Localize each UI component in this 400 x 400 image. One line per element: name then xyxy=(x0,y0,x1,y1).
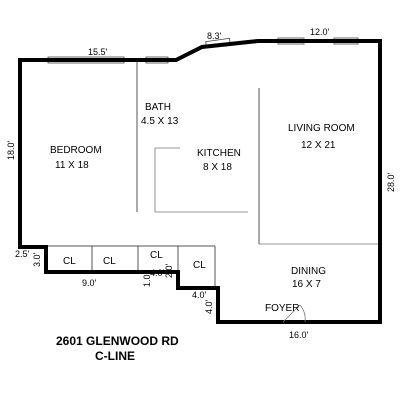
kitchen-size: 8 X 18 xyxy=(203,162,232,173)
dimension-left: 18.0' xyxy=(6,140,16,160)
dimension-left-jog-h: 2.5' xyxy=(15,249,30,259)
closet-label: CL xyxy=(150,250,163,261)
dimension-bottom-left: 9.0' xyxy=(82,278,97,288)
bedroom-size: 11 X 18 xyxy=(55,160,89,171)
bedroom-label: BEDROOM xyxy=(50,145,102,156)
dimension-top-mid: 8.3' xyxy=(207,31,222,41)
bath-size: 4.5 X 13 xyxy=(141,116,179,127)
kitchen-label: KITCHEN xyxy=(197,148,241,159)
dimension-bottom-right: 16.0' xyxy=(289,330,309,340)
dimension-right: 28.0' xyxy=(386,172,396,192)
dimension-step-v2: 2.0' xyxy=(164,263,174,278)
dining-label: DINING xyxy=(291,266,326,277)
exterior-wall xyxy=(18,39,382,324)
bath-label: BATH xyxy=(145,102,171,113)
living-room-label: LIVING ROOM xyxy=(288,123,355,134)
dimension-step-h2: 4.0' xyxy=(192,290,207,300)
closet-label: CL xyxy=(63,256,76,267)
closet-label: CL xyxy=(103,256,116,267)
dimension-top-right: 12.0' xyxy=(310,27,330,37)
dimension-top-left: 15.5' xyxy=(88,47,108,57)
line-subtitle: C-LINE xyxy=(95,349,135,363)
foyer-door xyxy=(282,304,306,323)
dimension-step-v3: 4.0' xyxy=(204,299,214,314)
dimension-step-v1: 1.0' xyxy=(142,272,152,287)
foyer-label: FOYER xyxy=(265,303,299,314)
dimension-step-h1: 4.0' xyxy=(150,268,165,278)
dimension-left-jog-v: 3.0' xyxy=(32,252,42,267)
dining-size: 16 X 7 xyxy=(292,279,321,290)
address-title: 2601 GLENWOOD RD xyxy=(56,334,179,348)
interior-walls xyxy=(45,62,380,288)
closet-label: CL xyxy=(193,260,206,271)
living-room-size: 12 X 21 xyxy=(301,140,336,151)
